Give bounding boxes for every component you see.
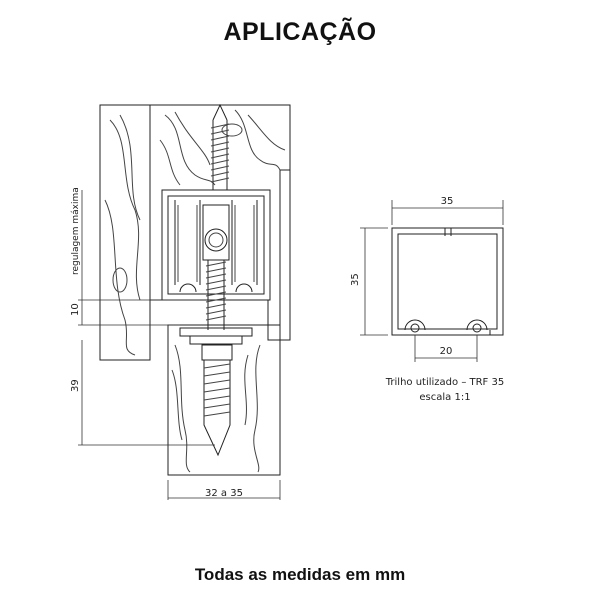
adjustment-plate xyxy=(179,327,253,345)
threaded-rod xyxy=(205,260,227,330)
units-footnote: Todas as medidas em mm xyxy=(194,565,406,584)
dim-label-width: 32 a 35 xyxy=(205,488,243,499)
dim-label-39: 39 xyxy=(70,379,81,392)
page-title: APLICAÇÃO xyxy=(223,18,377,46)
rail-profile-drawing xyxy=(360,200,504,362)
dim-label-regulagem: regulagem máxima xyxy=(71,187,81,275)
rail-dim-top: 35 xyxy=(441,196,454,207)
wood-screw xyxy=(210,103,230,190)
dim-label-10: 10 xyxy=(70,303,81,316)
rail-channel xyxy=(161,189,271,301)
dimension-lines-left xyxy=(78,190,281,500)
dimension-lines-right xyxy=(360,200,504,362)
left-assembly-drawing xyxy=(78,103,291,500)
rail-dim-left: 35 xyxy=(350,273,361,286)
door-wood-block xyxy=(167,324,281,476)
rail-dim-bottom: 20 xyxy=(440,346,453,357)
rail-caption-line2: escala 1:1 xyxy=(419,392,470,403)
rail-caption-line1: Trilho utilizado – TRF 35 xyxy=(385,377,504,388)
upper-wood-block xyxy=(99,104,291,361)
